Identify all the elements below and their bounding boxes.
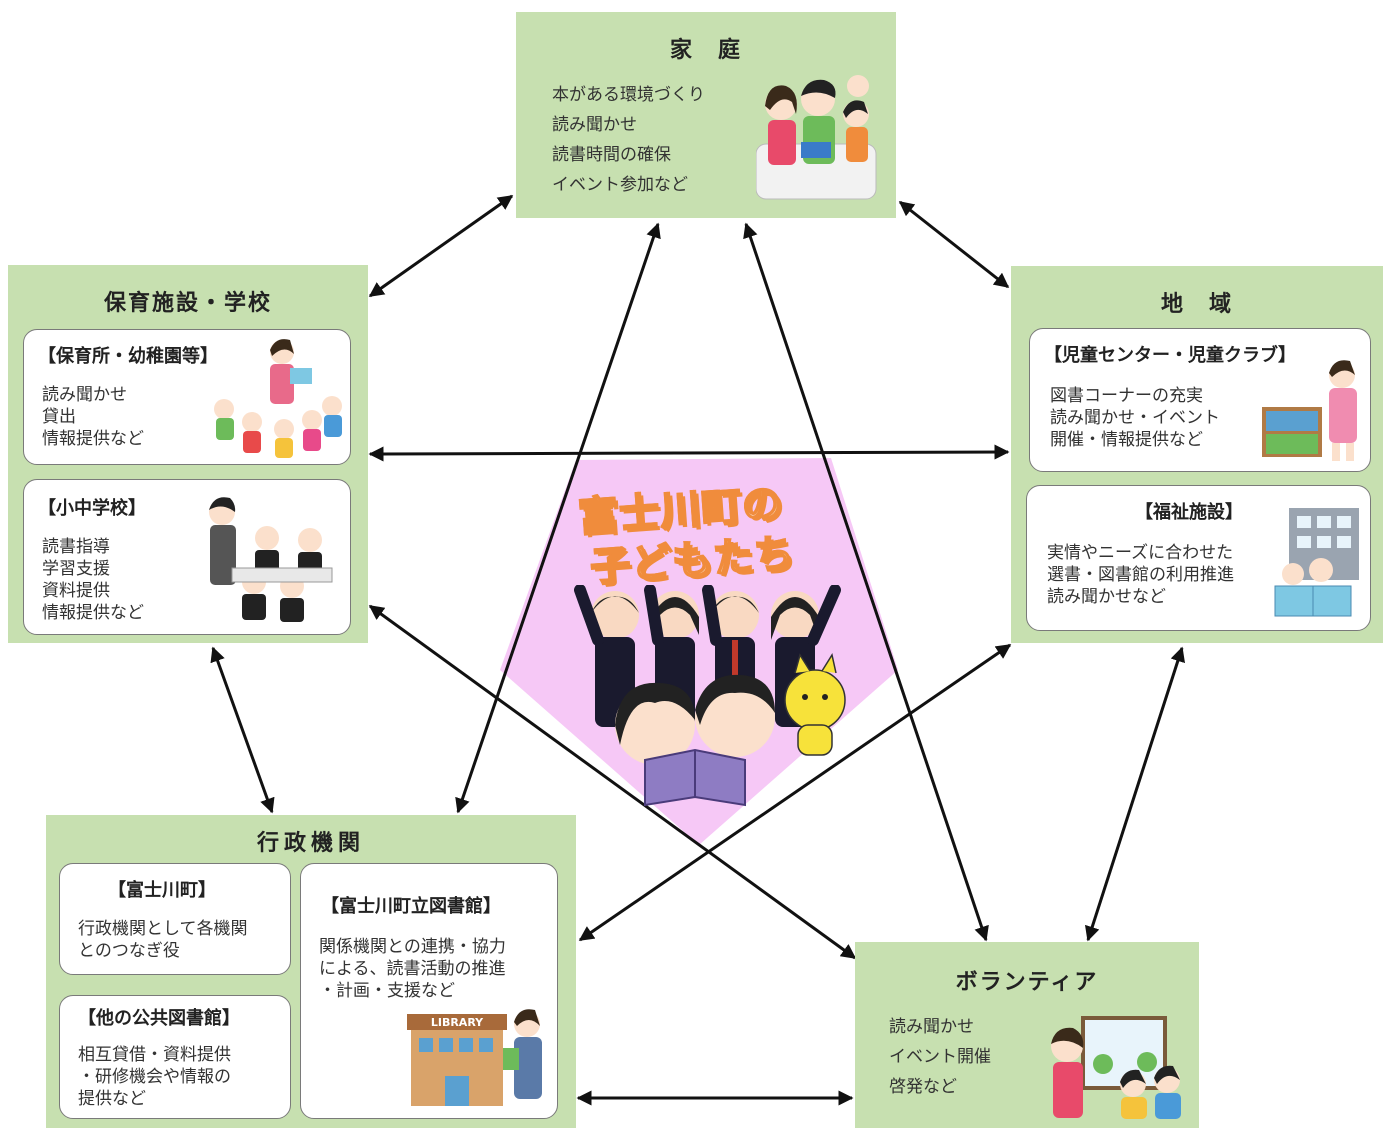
- welfare-card-title: 【福祉施設】: [1135, 502, 1243, 523]
- family-illustration: [756, 75, 877, 200]
- library-illustration: LIBRARY: [407, 1009, 542, 1106]
- nursery-line: 貸出: [42, 407, 76, 427]
- other-library-line: 相互貸借・資料提供: [78, 1045, 231, 1065]
- welfare-card-lines: 実情やニーズに合わせた 選書・図書館の利用推進 読み聞かせなど: [1047, 542, 1234, 608]
- town-library-card-title: 【富士川町立図書館】: [321, 896, 501, 917]
- storytime-illustration: [214, 339, 342, 458]
- town-card-lines: 行政機関として各機関 とのつなぎ役: [78, 918, 248, 962]
- bookshelf-illustration: [1262, 360, 1357, 461]
- admin-title: 行政機関: [256, 831, 365, 856]
- nursery-line: 情報提供など: [42, 429, 144, 449]
- welfare-card: 【福祉施設】 実情やニーズに合わせた 選書・図書館の利用推進 読み聞かせなど: [1026, 485, 1371, 631]
- mascot: [784, 653, 846, 756]
- arrow-home-nursery: [368, 194, 514, 298]
- other-library-card: 【他の公共図書館】 相互貸借・資料提供 ・研修機会や情報の 提供など: [59, 995, 291, 1119]
- children-center-card-lines: 図書コーナーの充実 読み聞かせ・イベント 開催・情報提供など: [1050, 385, 1220, 451]
- school-line: 読書指導: [42, 537, 110, 557]
- children-center-line: 読み聞かせ・イベント: [1050, 408, 1220, 428]
- children-illustration: [574, 585, 846, 807]
- welfare-line: 読み聞かせなど: [1047, 587, 1166, 607]
- home-line: 読書時間の確保: [552, 145, 671, 165]
- nursery-card-title: 【保育所・幼稚園等】: [38, 346, 218, 367]
- nursery-school-box: 保育施設・学校 【保育所・幼稚園等】 読み聞かせ 貸出 情報提供など 【小中学校: [8, 265, 368, 643]
- nursery-card-lines: 読み聞かせ 貸出 情報提供など: [42, 384, 144, 450]
- volunteer-title: ボランティア: [955, 970, 1099, 995]
- school-line: 学習支援: [42, 559, 110, 579]
- volunteer-lines: 読み聞かせ イベント開催 啓発など: [889, 1016, 991, 1106]
- back-row-kids: [574, 585, 841, 727]
- front-kids: [615, 674, 775, 807]
- other-library-line: 提供など: [78, 1089, 146, 1109]
- volunteer-illustration: [1051, 1016, 1181, 1119]
- home-line: 本がある環境づくり: [552, 85, 705, 105]
- town-library-card-lines: 関係機関との連携・協力 による、読書活動の推進 ・計画・支援など: [319, 936, 506, 1002]
- town-library-line: による、読書活動の推進: [319, 959, 506, 979]
- home-box: 家 庭 本がある環境づくり 読み聞かせ 読書時間の確保 イベント参加など: [516, 12, 896, 218]
- other-library-card-title: 【他の公共図書館】: [78, 1008, 240, 1029]
- nursery-school-title: 保育施設・学校: [103, 291, 272, 316]
- town-line: 行政機関として各機関: [78, 919, 248, 939]
- region-title: 地 域: [1160, 292, 1233, 317]
- home-title: 家 庭: [669, 38, 742, 63]
- admin-box: 行政機関 【富士川町】 行政機関として各機関 とのつなぎ役 【他の公共図書館】 …: [46, 815, 576, 1128]
- arrow-region-volunteer: [1084, 646, 1186, 942]
- volunteer-line: 啓発など: [889, 1077, 957, 1097]
- library-sign: LIBRARY: [431, 1016, 484, 1029]
- home-line: 読み聞かせ: [552, 115, 637, 135]
- volunteer-line: イベント開催: [889, 1047, 991, 1067]
- children-center-line: 開催・情報提供など: [1050, 430, 1203, 450]
- town-card: 【富士川町】 行政機関として各機関 とのつなぎ役: [59, 863, 291, 975]
- home-lines: 本がある環境づくり 読み聞かせ 読書時間の確保 イベント参加など: [552, 84, 705, 204]
- other-library-card-lines: 相互貸借・資料提供 ・研修機会や情報の 提供など: [78, 1044, 231, 1110]
- nursery-card: 【保育所・幼稚園等】 読み聞かせ 貸出 情報提供など: [23, 329, 351, 465]
- volunteer-line: 読み聞かせ: [889, 1017, 974, 1037]
- home-line: イベント参加など: [552, 175, 688, 195]
- school-card: 【小中学校】 読書指導 学習支援 資料提供 情報提供など: [23, 479, 351, 635]
- children-center-card-title: 【児童センター・児童クラブ】: [1044, 345, 1296, 366]
- town-line: とのつなぎ役: [78, 941, 180, 961]
- school-card-title: 【小中学校】: [38, 498, 146, 519]
- welfare-line: 選書・図書館の利用推進: [1047, 565, 1234, 585]
- children-center-card: 【児童センター・児童クラブ】 図書コーナーの充実 読み聞かせ・イベント 開催・情…: [1029, 328, 1371, 472]
- nursery-line: 読み聞かせ: [42, 385, 127, 405]
- arrow-nursery-admin: [210, 646, 275, 814]
- town-card-title: 【富士川町】: [108, 880, 216, 901]
- classroom-illustration: [209, 497, 333, 622]
- welfare-illustration: [1274, 508, 1359, 617]
- town-library-line: 関係機関との連携・協力: [319, 937, 506, 957]
- arrow-region-admin: [578, 643, 1012, 942]
- arrow-home-region: [898, 200, 1010, 289]
- arrow-nursery-region: [368, 444, 1010, 462]
- school-line: 情報提供など: [42, 603, 144, 623]
- school-card-lines: 読書指導 学習支援 資料提供 情報提供など: [42, 536, 144, 624]
- region-box: 地 域 【児童センター・児童クラブ】 図書コーナーの充実 読み聞かせ・イベント …: [1011, 266, 1383, 643]
- welfare-line: 実情やニーズに合わせた: [1047, 543, 1234, 563]
- school-line: 資料提供: [42, 581, 110, 601]
- volunteer-box: ボランティア 読み聞かせ イベント開催 啓発など: [855, 942, 1199, 1128]
- town-library-line: ・計画・支援など: [319, 981, 455, 1001]
- children-center-line: 図書コーナーの充実: [1050, 386, 1203, 406]
- town-library-card: 【富士川町立図書館】 関係機関との連携・協力 による、読書活動の推進 ・計画・支…: [300, 863, 558, 1119]
- other-library-line: ・研修機会や情報の: [78, 1067, 231, 1087]
